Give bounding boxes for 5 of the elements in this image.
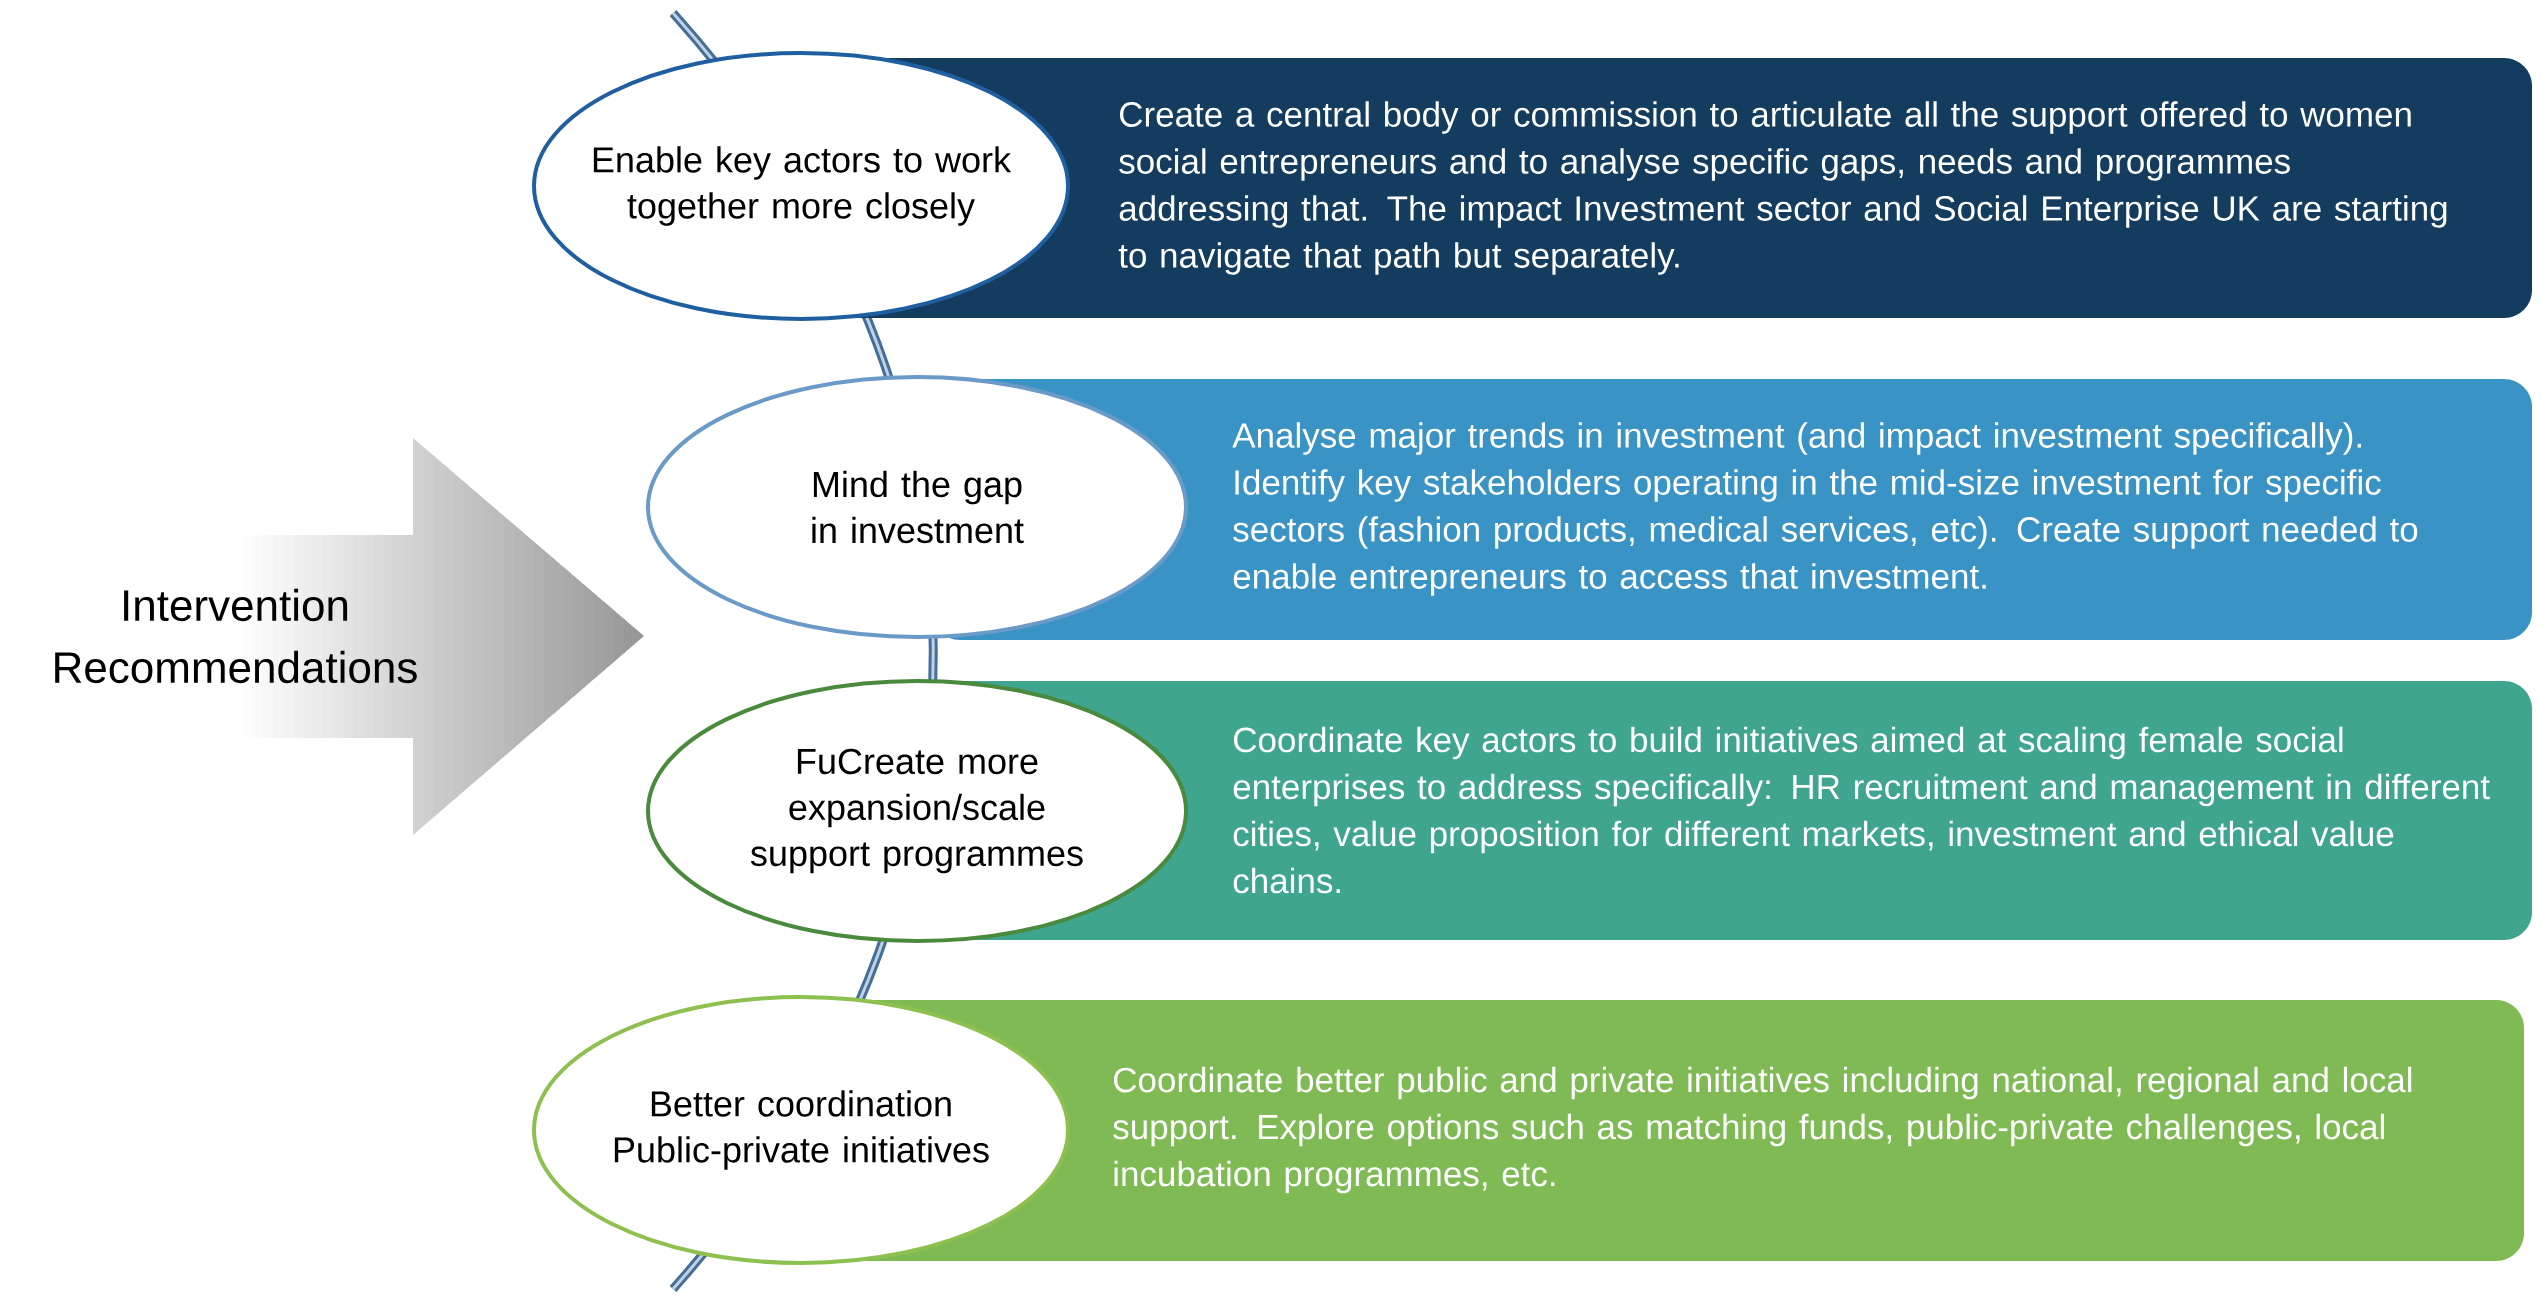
node-label: Intervention Recommendations [55, 588, 417, 684]
ellipse-label: Enable key actors to work together more closely [532, 51, 1070, 321]
ellipse-label: Better coordination Public-private initiatives [532, 995, 1070, 1265]
ellipse-label: Mind the gap in investment [646, 375, 1188, 639]
ellipse-label: FuCreate more expansion/scale support programmes [646, 679, 1188, 943]
